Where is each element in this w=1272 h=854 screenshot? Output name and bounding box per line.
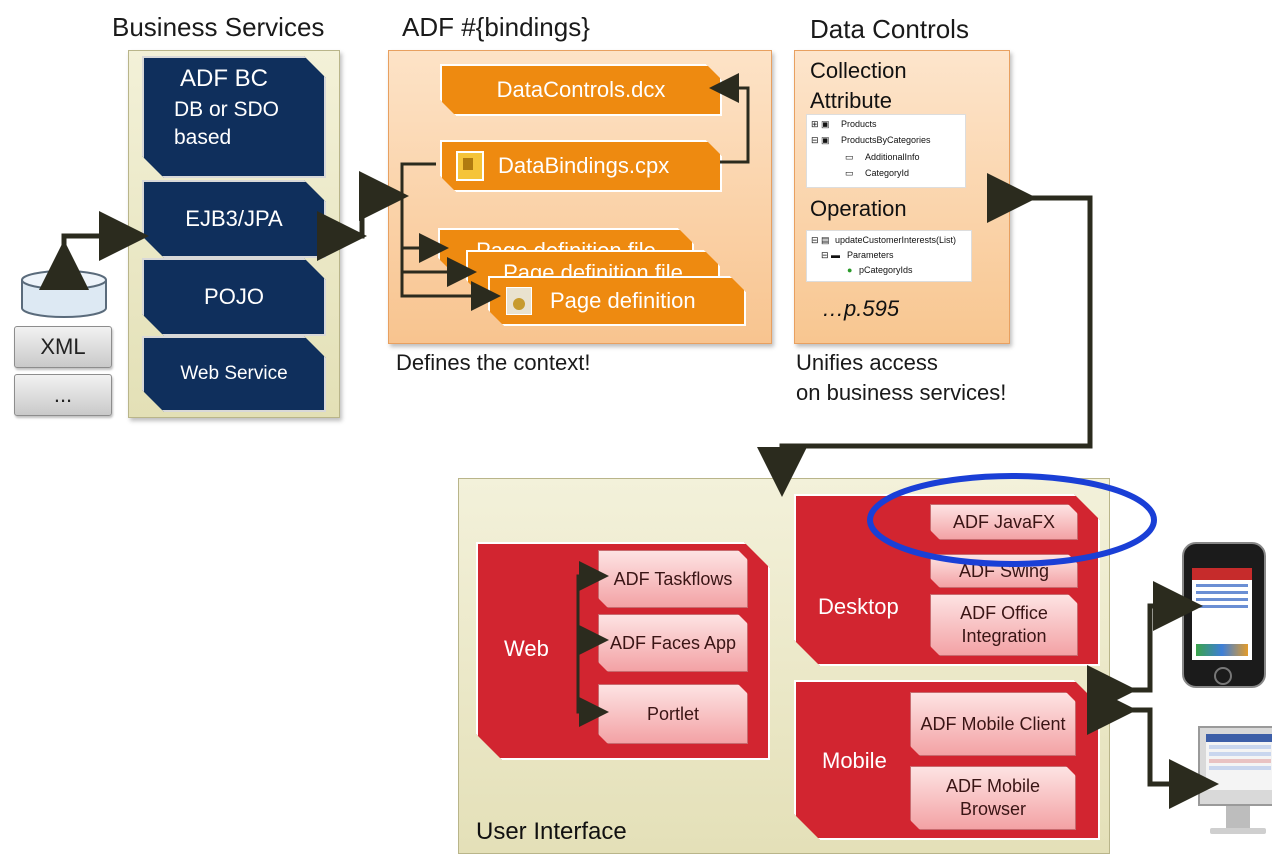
tree-node-pcategoryids[interactable]: pCategoryIds <box>859 265 913 275</box>
ui-to-phone-connector <box>1087 581 1203 715</box>
bindings-caption: Defines the context! <box>396 350 591 375</box>
adf-swing-item[interactable]: ADF Swing <box>930 554 1078 588</box>
data-controls-caption-line1: Unifies access <box>796 350 938 375</box>
adf-javafx-item[interactable]: ADF JavaFX <box>930 504 1078 540</box>
parameter-icon: ● <box>847 265 853 275</box>
operation-label: Operation <box>810 196 907 221</box>
smartphone-icon <box>1182 542 1266 688</box>
adf-bc-box[interactable]: ADF BC DB or SDO based <box>142 56 326 178</box>
page-definition-file-3[interactable]: Page definition <box>488 276 746 326</box>
folder-icon: ⊟ ▬ <box>821 250 841 260</box>
ejb3-jpa-box[interactable]: EJB3/JPA <box>142 180 326 258</box>
tree-node-products[interactable]: Products <box>841 119 877 129</box>
adf-taskflows-item[interactable]: ADF Taskflows <box>598 550 748 608</box>
desktop-label: Desktop <box>818 594 899 619</box>
databindings-file[interactable]: DataBindings.cpx <box>440 140 722 192</box>
attribute-label: Attribute <box>810 88 892 113</box>
ui-to-computer-connector <box>1087 685 1219 809</box>
adf-bc-sub1: DB or SDO <box>174 98 280 121</box>
adf-bindings-title: ADF #{bindings} <box>402 12 590 42</box>
tree-node-additionalinfo[interactable]: AdditionalInfo <box>865 152 920 162</box>
page-def-icon <box>506 287 532 315</box>
services-to-bindings-connector <box>317 171 409 261</box>
databindings-label: DataBindings.cpx <box>498 153 670 178</box>
adf-bc-label: ADF BC <box>180 65 269 92</box>
tree-node-updatecustomerinterests[interactable]: updateCustomerInterests(List) <box>835 235 957 245</box>
method-icon: ⊟ ▤ <box>811 235 830 245</box>
attribute-icon: ▭ <box>845 168 854 178</box>
tree-collapse-icon: ⊟ ▣ <box>811 135 830 145</box>
database-icon <box>21 270 107 318</box>
db-to-services-connector <box>39 211 149 290</box>
adf-mobile-browser-item[interactable]: ADF Mobile Browser <box>910 766 1076 830</box>
attribute-icon: ▭ <box>845 152 854 162</box>
tree-node-categoryid[interactable]: CategoryId <box>865 168 910 178</box>
other-source: ... <box>14 374 112 416</box>
portlet-item[interactable]: Portlet <box>598 684 748 744</box>
page-reference: …p.595 <box>822 296 900 321</box>
business-services-title: Business Services <box>112 12 325 42</box>
collection-tree: ⊞ ▣ Products ⊟ ▣ ProductsByCategories ▭ … <box>806 114 966 188</box>
datacontrols-file[interactable]: DataControls.dcx <box>440 64 722 116</box>
xml-source: XML <box>14 326 112 368</box>
data-controls-title: Data Controls <box>810 14 969 44</box>
mobile-label: Mobile <box>822 748 887 773</box>
desktop-computer-icon <box>1198 726 1272 852</box>
collection-label: Collection <box>810 58 907 83</box>
operation-tree: ⊟ ▤ updateCustomerInterests(List) ⊟ ▬ Pa… <box>806 230 972 282</box>
adf-office-integration-item[interactable]: ADF Office Integration <box>930 594 1078 656</box>
user-interface-title: User Interface <box>476 818 627 845</box>
tree-expand-icon: ⊞ ▣ <box>811 119 830 129</box>
tree-node-parameters[interactable]: Parameters <box>847 250 894 260</box>
tree-node-productsbycategories[interactable]: ProductsByCategories <box>841 135 931 145</box>
web-service-box[interactable]: Web Service <box>142 336 326 412</box>
web-label: Web <box>504 636 549 661</box>
data-controls-caption-line2: on business services! <box>796 380 1007 405</box>
adf-faces-app-item[interactable]: ADF Faces App <box>598 614 748 672</box>
xml-file-icon <box>456 151 484 181</box>
adf-mobile-client-item[interactable]: ADF Mobile Client <box>910 692 1076 756</box>
adf-bc-sub2: based <box>174 126 232 149</box>
pojo-box[interactable]: POJO <box>142 258 326 336</box>
page-definition-label: Page definition <box>550 288 696 313</box>
